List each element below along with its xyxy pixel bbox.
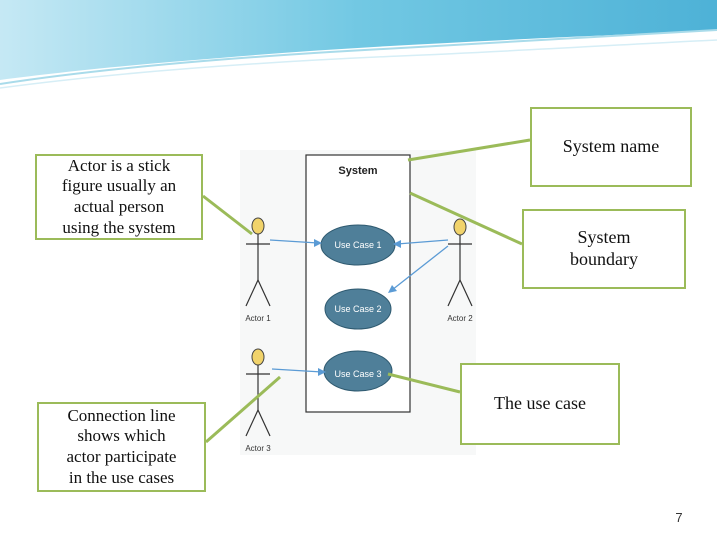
actor-1-figure [245, 217, 271, 307]
pointer-system-name [407, 138, 531, 162]
use-case-3-label: Use Case 3 [334, 369, 381, 379]
callout-actor: Actor is a stick figure usually an actua… [35, 154, 203, 240]
use-case-2-label: Use Case 2 [334, 304, 381, 314]
callout-system-boundary: System boundary [522, 209, 686, 289]
page-number: 7 [675, 510, 683, 525]
connector-actor1-uc1 [269, 239, 319, 244]
connector-actor2-uc1 [396, 239, 449, 245]
callout-system-name-text: System name [562, 136, 660, 157]
actor-2-figure [447, 218, 473, 307]
callout-connection-line: Connection line shows which actor partic… [37, 402, 206, 492]
callout-system-name: System name [530, 107, 692, 187]
callout-use-case: The use case [460, 363, 620, 445]
use-case-1-label: Use Case 1 [334, 240, 381, 250]
pointer-use-case [387, 372, 461, 394]
use-case-2-ellipse [324, 288, 392, 330]
header-wave-decoration [0, 0, 717, 89]
pointer-actor [202, 194, 253, 236]
pointer-connection-line [205, 375, 281, 444]
connector-actor3-uc3 [271, 368, 323, 373]
actor-3-figure [245, 348, 271, 437]
actor-1-label: Actor 1 [245, 314, 271, 323]
actor-2-label: Actor 2 [447, 314, 473, 323]
actor-3-label: Actor 3 [245, 444, 271, 453]
callout-connection-line-text: Connection line shows which actor partic… [66, 405, 177, 487]
system-title: System [338, 165, 377, 177]
callout-actor-text: Actor is a stick figure usually an actua… [61, 155, 177, 237]
pointer-system-boundary [409, 191, 523, 246]
callout-use-case-text: The use case [494, 393, 586, 414]
callout-system-boundary-text: System boundary [570, 227, 638, 269]
connector-actor2-uc2 [391, 245, 449, 291]
